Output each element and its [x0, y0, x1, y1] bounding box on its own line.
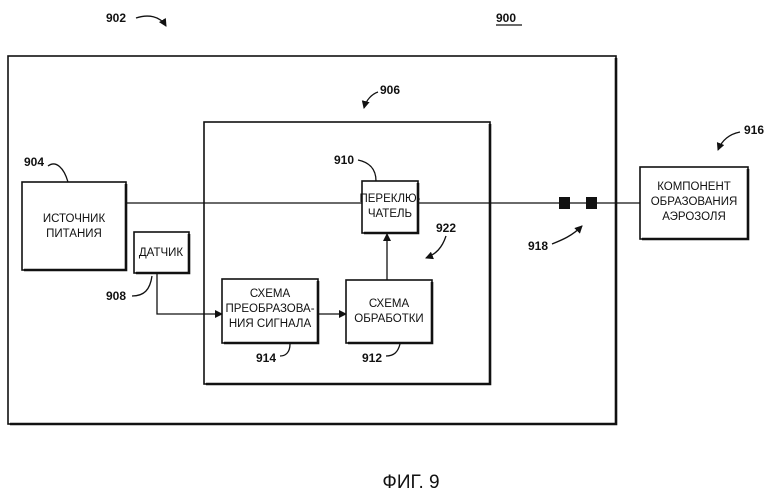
aerosol-component-label-line-1: КОМПОНЕНТ — [657, 181, 731, 193]
processing-label-line-1: СХЕМА — [369, 298, 410, 310]
ref-922: 922 — [436, 221, 456, 235]
sensor-label: ДАТЧИК — [139, 247, 184, 259]
power-source-label-line-2: ПИТАНИЯ — [46, 228, 102, 240]
processing-block: СХЕМА ОБРАБОТКИ — [346, 280, 432, 343]
connector-terminal-1 — [559, 197, 570, 209]
switch-label-line-1: ПЕРЕКЛЮ- — [360, 193, 421, 205]
ref-918: 918 — [528, 239, 548, 253]
ref-900: 900 — [496, 11, 516, 25]
aerosol-component-label-line-2: ОБРАЗОВАНИЯ — [651, 196, 738, 208]
ref-910: 910 — [334, 153, 354, 167]
signal-conditioning-label-line-2: ПРЕОБРАЗОВА- — [225, 303, 314, 315]
leader-902 — [136, 16, 166, 26]
ref-912: 912 — [362, 351, 382, 365]
processing-label-line-2: ОБРАБОТКИ — [354, 313, 423, 325]
ref-904: 904 — [24, 155, 44, 169]
ref-908: 908 — [106, 289, 126, 303]
signal-conditioning-label-line-3: НИЯ СИГНАЛА — [229, 318, 312, 330]
sensor-block: ДАТЧИК — [134, 232, 189, 273]
signal-conditioning-label-line-1: СХЕМА — [250, 288, 291, 300]
ref-902: 902 — [106, 11, 126, 25]
power-source-block: ИСТОЧНИК ПИТАНИЯ — [22, 182, 126, 270]
aerosol-component-label-line-3: АЭРОЗОЛЯ — [662, 211, 726, 223]
power-source-label-line-1: ИСТОЧНИК — [43, 213, 106, 225]
signal-conditioning-block: СХЕМА ПРЕОБРАЗОВА- НИЯ СИГНАЛА — [222, 279, 318, 343]
ref-906: 906 — [380, 83, 400, 97]
switch-label-line-2: ЧАТЕЛЬ — [368, 208, 412, 220]
aerosol-component-block: КОМПОНЕНТ ОБРАЗОВАНИЯ АЭРОЗОЛЯ — [640, 167, 748, 239]
figure-caption: ФИГ. 9 — [382, 472, 439, 493]
ref-916: 916 — [744, 123, 764, 137]
switch-block: ПЕРЕКЛЮ- ЧАТЕЛЬ — [360, 181, 421, 233]
ref-914: 914 — [256, 351, 276, 365]
leader-916 — [718, 132, 740, 150]
connector-terminal-2 — [586, 197, 597, 209]
